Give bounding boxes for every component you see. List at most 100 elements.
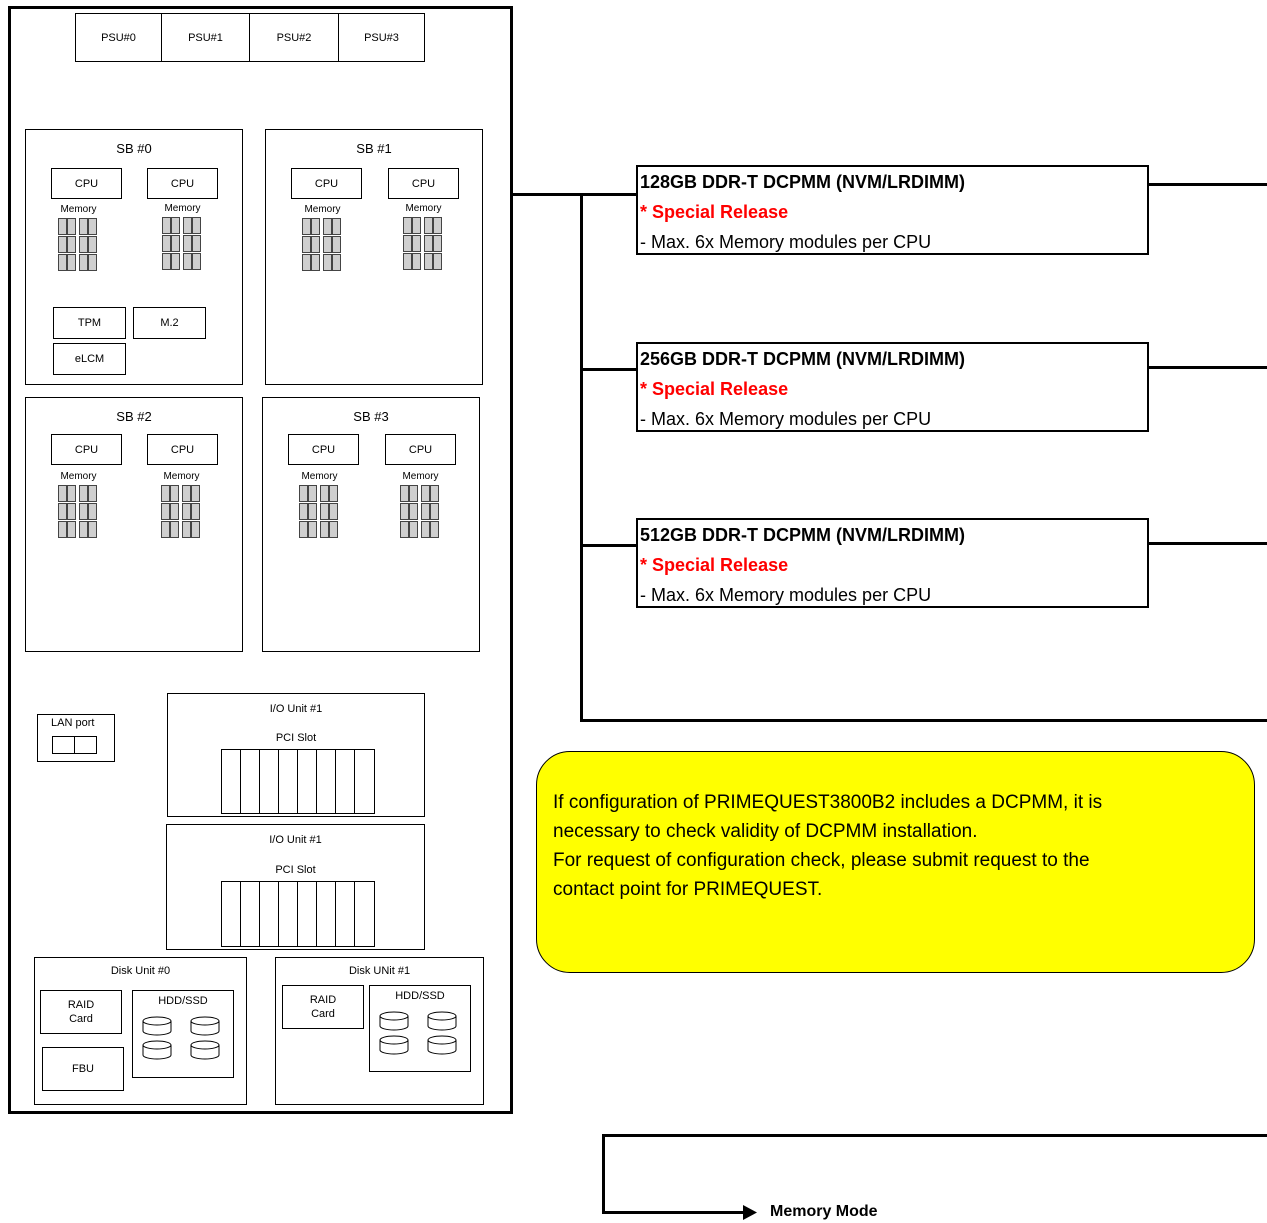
memory-module-cell (329, 485, 338, 502)
memory-module-cell (183, 253, 192, 270)
memory-module-cell (67, 218, 76, 235)
system-board-label: SB #3 (353, 409, 389, 424)
memory-module-cell (79, 521, 88, 538)
memory-module-cell (332, 218, 341, 235)
memory-module-cell (302, 254, 311, 271)
memory-module-cell (171, 217, 180, 234)
memory-module-cell (302, 218, 311, 235)
system-board-0: SB #0 CPU CPU Memory Memory TPM M.2 eLCM (25, 129, 243, 385)
special-release-label: * Special Release (640, 379, 789, 399)
disk-drive-icons (379, 1011, 457, 1055)
memory-module-cell (323, 218, 332, 235)
raid-card: RAID Card (40, 990, 122, 1034)
memory-module-cell (412, 253, 421, 270)
memory-module-cell (421, 503, 430, 520)
memory-module-cell (409, 485, 418, 502)
memory-module-cell (192, 217, 201, 234)
memory-module-cell (170, 521, 179, 538)
disk-unit-label: Disk Unit #0 (110, 965, 171, 977)
dcpmm-option-128gb: 128GB DDR-T DCPMM (NVM/LRDIMM) * Special… (636, 165, 1149, 255)
dcpmm-notice: If configuration of PRIMEQUEST3800B2 inc… (536, 751, 1255, 973)
dcpmm-title: 128GB DDR-T DCPMM (NVM/LRDIMM) (640, 172, 965, 192)
memory-module-cell (191, 521, 200, 538)
memory-module-cell (412, 217, 421, 234)
memory-module-cell (332, 254, 341, 271)
io-unit: I/O Unit #1 PCI Slot (166, 824, 425, 950)
connector-line (580, 544, 638, 547)
psu-2: PSU#2 (249, 13, 339, 62)
memory-module-cell (88, 236, 97, 253)
memory-module-cell (299, 485, 308, 502)
memory-module-cell (433, 253, 442, 270)
memory-bank: Memory (396, 471, 445, 541)
memory-module-cell (79, 236, 88, 253)
system-board-label: SB #0 (116, 141, 152, 156)
memory-module-cell (403, 235, 412, 252)
memory-module-cell (323, 236, 332, 253)
memory-label: Memory (405, 203, 442, 214)
memory-module-cell (308, 521, 317, 538)
memory-module-cell (170, 503, 179, 520)
memory-module-cell (400, 503, 409, 520)
system-board-label: SB #1 (356, 141, 392, 156)
connector-trunk (580, 193, 583, 722)
lan-jack-icon (52, 736, 75, 754)
memory-module-cell (67, 236, 76, 253)
memory-module-cell (171, 235, 180, 252)
memory-module-cell (191, 485, 200, 502)
memory-bank: Memory (399, 203, 448, 273)
memory-modules (58, 485, 99, 540)
memory-module-cell (88, 254, 97, 271)
memory-module-cell (320, 521, 329, 538)
memory-module-cell (162, 253, 171, 270)
psu-0: PSU#0 (75, 13, 162, 62)
memory-module-cell (320, 485, 329, 502)
memory-module-cell (424, 235, 433, 252)
system-board-2: SB #2 CPU CPU Memory Memory (25, 397, 243, 652)
memory-module-cell (161, 485, 170, 502)
memory-module-cell (421, 485, 430, 502)
memory-module-cell (88, 503, 97, 520)
memory-module-cell (182, 503, 191, 520)
system-board-1: SB #1 CPU CPU Memory Memory (265, 129, 483, 385)
memory-modules (58, 218, 99, 273)
dcpmm-title: 256GB DDR-T DCPMM (NVM/LRDIMM) (640, 349, 965, 369)
cpu-chip: CPU (147, 434, 218, 465)
cpu-chip: CPU (291, 168, 362, 199)
memory-module-cell (400, 485, 409, 502)
server-chassis (8, 6, 513, 1114)
memory-module-cell (58, 254, 67, 271)
memory-module-cell (311, 218, 320, 235)
notice-line: necessary to check validity of DCPMM ins… (553, 821, 978, 842)
dcpmm-note: - Max. 6x Memory modules per CPU (640, 585, 932, 605)
connector-line (580, 719, 1267, 722)
memory-modules (400, 485, 441, 540)
memory-module-cell (79, 503, 88, 520)
memory-module-cell (183, 217, 192, 234)
hdd-ssd-label: HDD/SSD (395, 990, 445, 1002)
memory-module-cell (88, 485, 97, 502)
dcpmm-option-512gb: 512GB DDR-T DCPMM (NVM/LRDIMM) * Special… (636, 518, 1149, 608)
memory-module-cell (58, 236, 67, 253)
memory-module-cell (67, 503, 76, 520)
dcpmm-title: 512GB DDR-T DCPMM (NVM/LRDIMM) (640, 525, 965, 545)
memory-module-cell (421, 521, 430, 538)
memory-module-cell (430, 503, 439, 520)
cpu-chip: CPU (385, 434, 456, 465)
psu-3: PSU#3 (338, 13, 425, 62)
connector-line (1147, 183, 1267, 186)
memory-module-cell (191, 503, 200, 520)
memory-module-cell (192, 253, 201, 270)
tpm-module: TPM (53, 307, 126, 339)
cpu-chip: CPU (51, 434, 122, 465)
memory-module-cell (79, 254, 88, 271)
connector-line (580, 368, 638, 371)
psu-1: PSU#1 (161, 13, 250, 62)
memory-module-cell (171, 253, 180, 270)
lan-port: LAN port (37, 714, 115, 762)
memory-module-cell (430, 521, 439, 538)
memory-module-cell (79, 485, 88, 502)
pci-slot-group (221, 881, 375, 947)
io-unit-label: I/O Unit #1 (269, 703, 323, 715)
memory-module-cell (182, 485, 191, 502)
